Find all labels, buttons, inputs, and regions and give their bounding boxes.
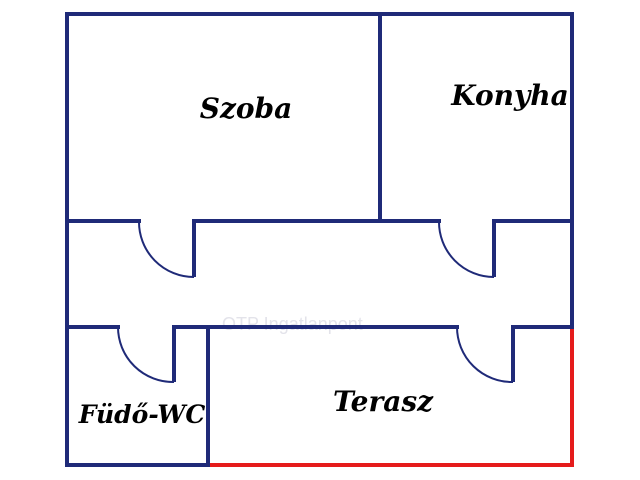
room-label-szoba: Szoba xyxy=(200,92,293,125)
door-furdo-wc xyxy=(117,326,176,384)
watermark: OTP Ingatlanpont xyxy=(222,314,363,334)
outer-walls xyxy=(65,12,574,467)
door-konyha xyxy=(437,220,496,278)
room-label-terasz: Terasz xyxy=(333,385,434,418)
door-terasz xyxy=(456,326,515,384)
room-label-konyha: Konyha xyxy=(450,79,569,112)
interior-walls xyxy=(65,12,574,467)
terrace-open-edges xyxy=(206,325,574,467)
room-label-furdo-wc: Füdő-WC xyxy=(78,400,206,429)
door-szoba xyxy=(137,220,196,278)
